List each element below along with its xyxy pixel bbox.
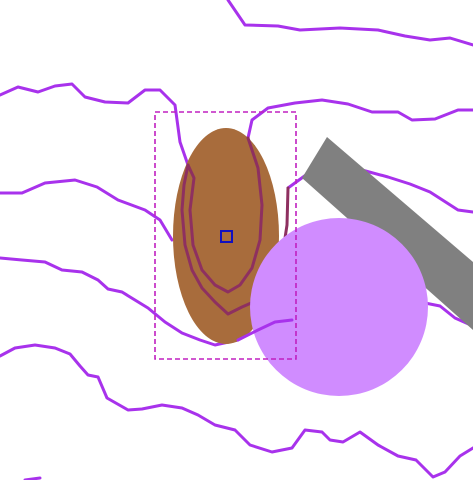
contour-line [0,178,174,242]
ellipse-contour-inner [186,136,264,294]
contour-line [226,0,473,47]
contour-line [0,343,473,479]
selection-bounding-box[interactable] [154,111,297,360]
contour-line [0,256,240,347]
contour-line-over-circle [236,318,294,342]
contour-line [0,82,190,167]
contour-line [246,98,473,140]
purple-circle-feature[interactable] [250,218,428,396]
center-handle-icon[interactable] [220,230,233,243]
